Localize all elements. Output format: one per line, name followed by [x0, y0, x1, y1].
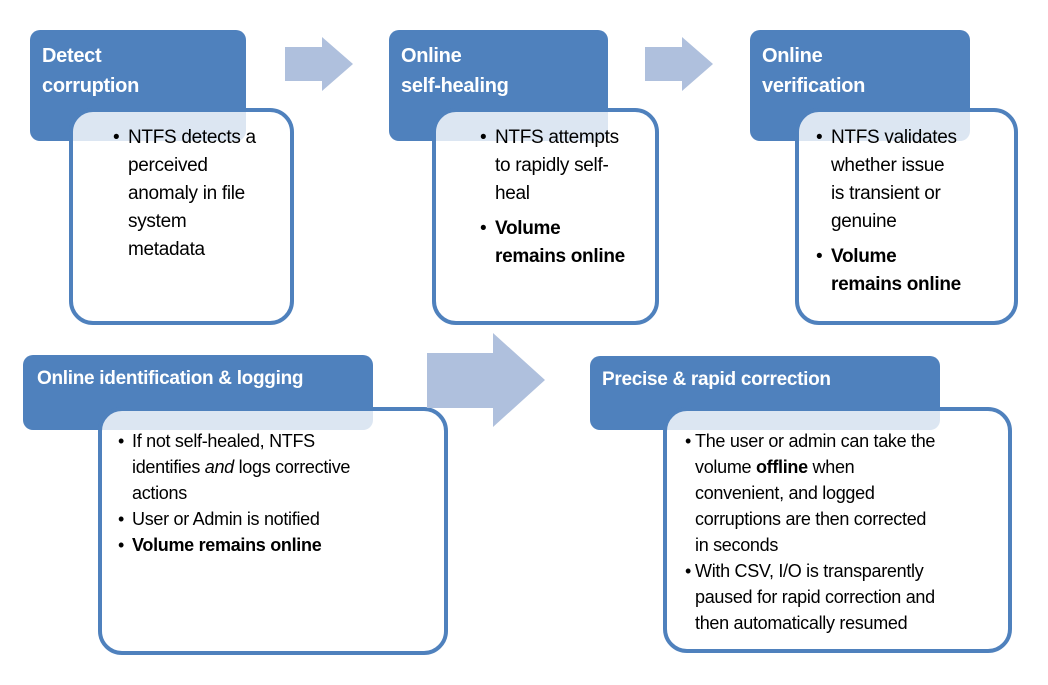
step-online-verification: Online verification NTFS validates wheth…	[750, 30, 1018, 325]
step-title: Online self-healing	[401, 45, 509, 97]
bullet-list: NTFS detects a perceived anomaly in file…	[73, 124, 282, 264]
step-title: Precise & rapid correction	[602, 369, 831, 390]
list-item: NTFS validates whether issue is transien…	[816, 124, 1008, 236]
bullet-list: NTFS attempts to rapidly self- heal Volu…	[436, 124, 649, 271]
bullet-list: The user or admin can take the volume of…	[667, 428, 1000, 636]
step-detect-corruption: Detect corruption NTFS detects a perceiv…	[30, 30, 294, 325]
flow-arrow-right-icon	[645, 37, 713, 91]
step-body: NTFS validates whether issue is transien…	[795, 108, 1018, 325]
step-title: Online verification	[762, 45, 866, 97]
flow-arrow-right-icon	[285, 37, 353, 91]
list-item: NTFS detects a perceived anomaly in file…	[113, 124, 282, 264]
list-item: With CSV, I/O is transparently paused fo…	[685, 558, 1000, 636]
step-body: NTFS attempts to rapidly self- heal Volu…	[432, 108, 659, 325]
step-title: Online identification & logging	[37, 368, 304, 389]
bullet-list: NTFS validates whether issue is transien…	[799, 124, 1008, 299]
list-item: Volume remains online	[118, 532, 434, 558]
list-item: The user or admin can take the volume of…	[685, 428, 1000, 558]
bullet-list: If not self-healed, NTFS identifies and …	[102, 428, 434, 558]
list-item: If not self-healed, NTFS identifies and …	[118, 428, 434, 506]
list-item: NTFS attempts to rapidly self- heal	[480, 124, 649, 208]
list-item: User or Admin is notified	[118, 506, 434, 532]
step-body: The user or admin can take the volume of…	[663, 407, 1012, 653]
step-title: Detect corruption	[42, 45, 139, 97]
step-online-identification-logging: Online identification & logging If not s…	[23, 355, 448, 655]
step-online-self-healing: Online self-healing NTFS attempts to rap…	[389, 30, 659, 325]
step-body: If not self-healed, NTFS identifies and …	[98, 407, 448, 655]
step-body: NTFS detects a perceived anomaly in file…	[69, 108, 294, 325]
step-precise-rapid-correction: Precise & rapid correction The user or a…	[590, 356, 1012, 653]
list-item: Volume remains online	[480, 215, 649, 271]
flow-arrow-right-icon	[427, 333, 545, 427]
list-item: Volume remains online	[816, 243, 1008, 299]
